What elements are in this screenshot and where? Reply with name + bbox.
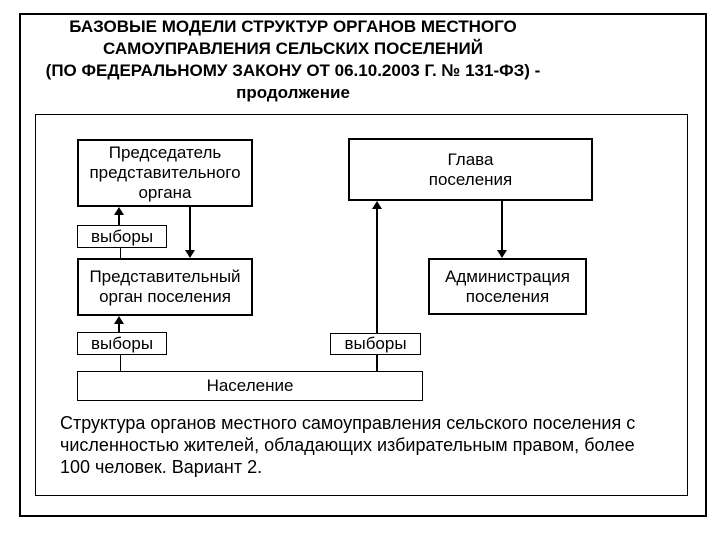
- node-elections-right: выборы: [330, 333, 421, 355]
- arrow-head-to-administration-arrowhead: [497, 250, 507, 258]
- arrow-elections2-to-representative-line: [118, 323, 120, 332]
- node-administration: Администрация поселения: [428, 258, 587, 315]
- arrow-chairman-to-representative-line: [189, 207, 191, 251]
- link-elections1-to-representative-line: [120, 248, 121, 258]
- caption-text: Структура органов местного самоуправлени…: [60, 413, 636, 477]
- arrow-elections1-to-chairman-arrowhead: [114, 207, 124, 215]
- node-head-of-settlement: Глава поселения: [348, 138, 593, 201]
- arrow-population-to-head-line: [376, 208, 378, 371]
- node-chairman-of-representative-body: Председатель представительного органа: [77, 139, 253, 207]
- arrow-population-to-head-arrowhead: [372, 201, 382, 209]
- node-elections-left-bottom: выборы: [77, 332, 167, 355]
- link-elections2-to-population-line: [120, 355, 121, 371]
- arrow-head-to-administration-line: [501, 201, 503, 251]
- node-population: Население: [77, 371, 423, 401]
- arrow-chairman-to-representative-arrowhead: [185, 250, 195, 258]
- page-title: БАЗОВЫЕ МОДЕЛИ СТРУКТУР ОРГАНОВ МЕСТНОГО…: [45, 17, 541, 102]
- arrow-elections2-to-representative-arrowhead: [114, 316, 124, 324]
- arrow-elections1-to-chairman-line: [118, 214, 120, 225]
- node-representative-body: Представительный орган поселения: [77, 258, 253, 316]
- node-elections-left-top: выборы: [77, 225, 167, 248]
